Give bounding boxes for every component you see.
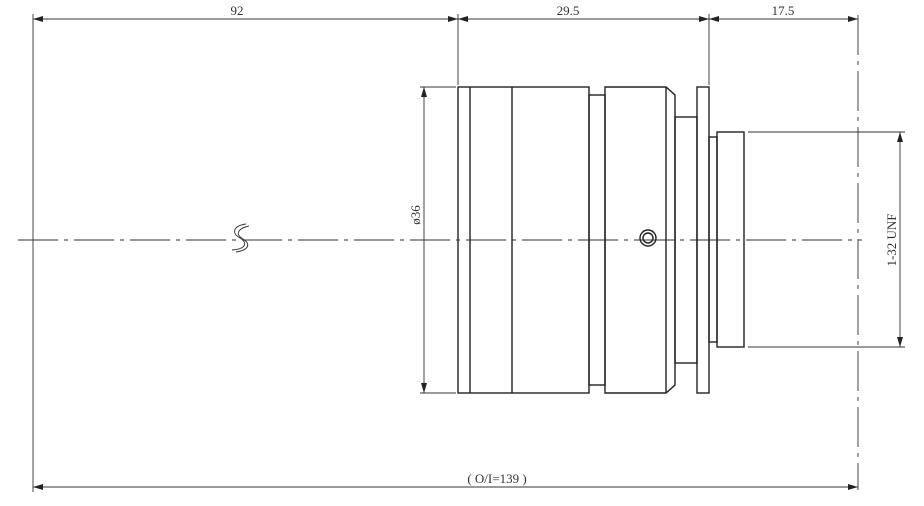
dim-diameter: ø36 — [408, 205, 423, 225]
break-symbol-icon — [231, 223, 250, 253]
dim-total: ( O/I=139 ) — [467, 471, 526, 486]
set-screw-icon — [639, 229, 657, 247]
dim-body-length: 29.5 — [557, 3, 580, 18]
dim-rear-length: 17.5 — [772, 3, 795, 18]
extension-lines — [32, 14, 905, 492]
lens-body — [457, 86, 745, 394]
dim-front-length: 92 — [231, 3, 244, 18]
dim-thread: 1-32 UNF — [884, 213, 899, 266]
